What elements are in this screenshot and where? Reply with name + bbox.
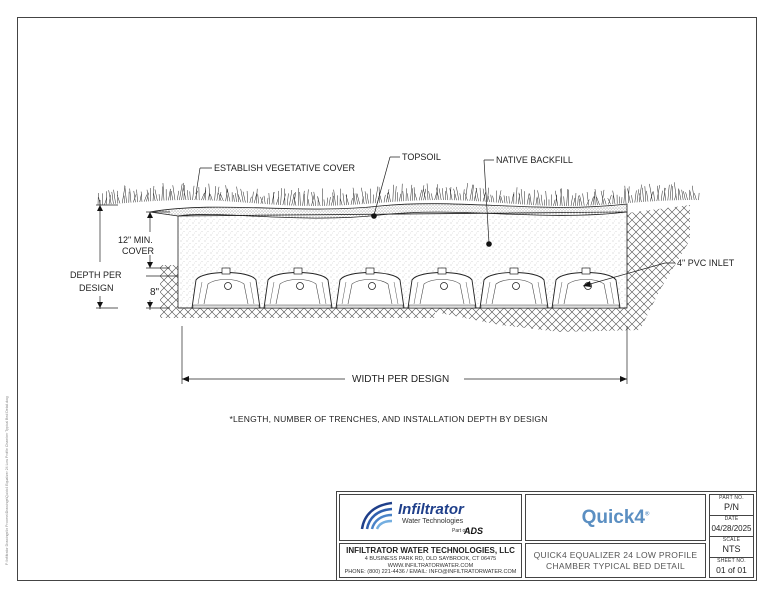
label-native-backfill: NATIVE BACKFILL [496,155,573,165]
width-dimension [181,326,628,384]
leader-native-backfill [483,159,494,244]
part-no-row: PART NO. P/N [710,495,753,516]
company-address: 4 BUSINESS PARK RD, OLD SAYBROOK, CT 064… [364,556,497,562]
chamber-6 [551,267,621,309]
label-vegetative-cover: ESTABLISH VEGETATIVE COVER [214,163,356,173]
date-label: DATE [724,516,739,522]
infiltrator-logo-icon [360,501,393,530]
leader-vegetative-cover [195,167,212,195]
description-line-1: QUICK4 EQUALIZER 24 LOW PROFILE [533,549,698,560]
label-width: WIDTH PER DESIGN [352,374,449,385]
label-min-cover-2: COVER [122,246,155,256]
label-min-cover-1: 12" MIN. [118,235,153,245]
logo-cell: Infiltrator Water Technologies Part of A… [339,494,522,541]
ads-logo: ADS [464,526,484,536]
description-cell: QUICK4 EQUALIZER 24 LOW PROFILE CHAMBER … [525,543,706,578]
chamber-5 [479,267,549,309]
leader-pvc-inlet [582,262,675,287]
topsoil-layer [149,203,628,219]
design-note: *LENGTH, NUMBER OF TRENCHES, AND INSTALL… [229,414,548,424]
chamber-4 [407,267,477,309]
company-contact: PHONE: (800) 221-4436 / EMAIL: INFO@INFI… [344,569,517,576]
company-name: INFILTRATOR WATER TECHNOLOGIES, LLC [346,546,515,555]
native-soil-left [160,265,178,318]
title-block [336,491,757,581]
label-pvc-inlet: 4" PVC INLET [677,258,735,268]
date-value: 04/28/2025 [711,524,752,533]
date-row: DATE 04/28/2025 [710,516,753,537]
file-path-note: F:\Infiltrator Drawings\In Process\Drawi… [5,396,9,565]
leader-topsoil [373,156,400,216]
scale-value: NTS [722,544,741,554]
company-website: WWW.INFILTRATORWATER.COM [387,562,474,569]
logo-subtitle: Water Technologies [402,518,464,525]
chamber-row [191,267,621,309]
part-no-label: PART NO. [719,495,744,501]
sheet-label: SHEET NO. [717,558,746,564]
product-name: Quick4® [581,506,650,528]
scale-label: SCALE [722,537,741,543]
product-cell: Quick4® [525,494,706,541]
meta-column: PART NO. P/N DATE 04/28/2025 SCALE NTS S… [709,494,754,578]
description-line-2: CHAMBER TYPICAL BED DETAIL [546,560,685,571]
company-info-cell: INFILTRATOR WATER TECHNOLOGIES, LLC 4 BU… [339,543,522,578]
sheet-row: SHEET NO. 01 of 01 [710,558,753,578]
label-depth-2: DESIGN [79,283,114,293]
label-eight-inch: 8" [150,287,160,298]
logo-name: Infiltrator [398,501,464,518]
grass-vegetation [97,182,700,207]
scale-row: SCALE NTS [710,537,753,558]
bottom-soil-hatch [178,308,435,318]
logo-part-of: Part of [452,528,467,534]
label-topsoil: TOPSOIL [402,152,441,162]
chamber-2 [263,267,333,309]
part-no-value: P/N [723,502,739,512]
chamber-1 [191,267,261,309]
sheet-value: 01 of 01 [716,565,747,575]
label-depth-1: DEPTH PER [70,270,122,280]
chamber-3 [335,267,405,309]
native-soil-right [435,205,690,332]
